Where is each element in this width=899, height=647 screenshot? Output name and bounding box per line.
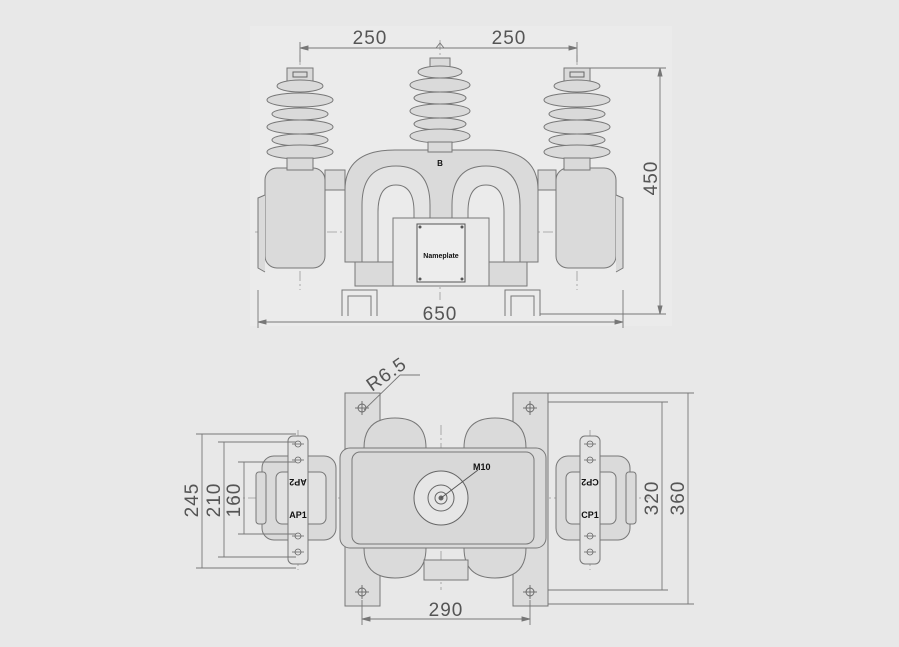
terminal-cp1-label: CP1 <box>581 510 599 520</box>
dim-245: 245 <box>182 483 203 518</box>
front-dimensions <box>257 42 666 328</box>
dim-radius: R6.5 <box>363 354 411 397</box>
top-view: M10 AP2 AP1 CP2 CP1 <box>182 354 694 625</box>
insulator-right <box>543 67 611 171</box>
dim-width: 650 <box>423 304 458 325</box>
dim-right-span: 250 <box>492 28 527 49</box>
main-body <box>324 149 557 287</box>
terminal-ap1-label: AP1 <box>289 510 307 520</box>
top-dimensions <box>196 374 694 625</box>
insulator-left <box>266 67 334 171</box>
dim-160: 160 <box>224 483 245 518</box>
dim-left-span: 250 <box>353 28 388 49</box>
bolt-label: M10 <box>473 462 491 472</box>
right-phase-body <box>555 167 624 273</box>
right-terminal <box>555 435 637 565</box>
dim-210: 210 <box>204 483 225 518</box>
dim-height: 450 <box>641 161 662 196</box>
left-terminal <box>255 435 337 565</box>
mounting-feet <box>341 289 541 316</box>
terminal-ap2-label: AP2 <box>289 477 307 487</box>
center-terminal-label: B <box>437 159 443 168</box>
insulator-center <box>409 57 471 153</box>
dim-290: 290 <box>429 600 464 621</box>
nameplate: Nameplate <box>416 223 466 283</box>
left-phase-body <box>257 167 326 273</box>
nameplate-label: Nameplate <box>423 253 459 260</box>
dim-320: 320 <box>642 481 663 516</box>
dim-360: 360 <box>668 481 689 516</box>
terminal-cp2-label: CP2 <box>581 477 599 487</box>
front-view: Nameplate <box>250 26 672 328</box>
